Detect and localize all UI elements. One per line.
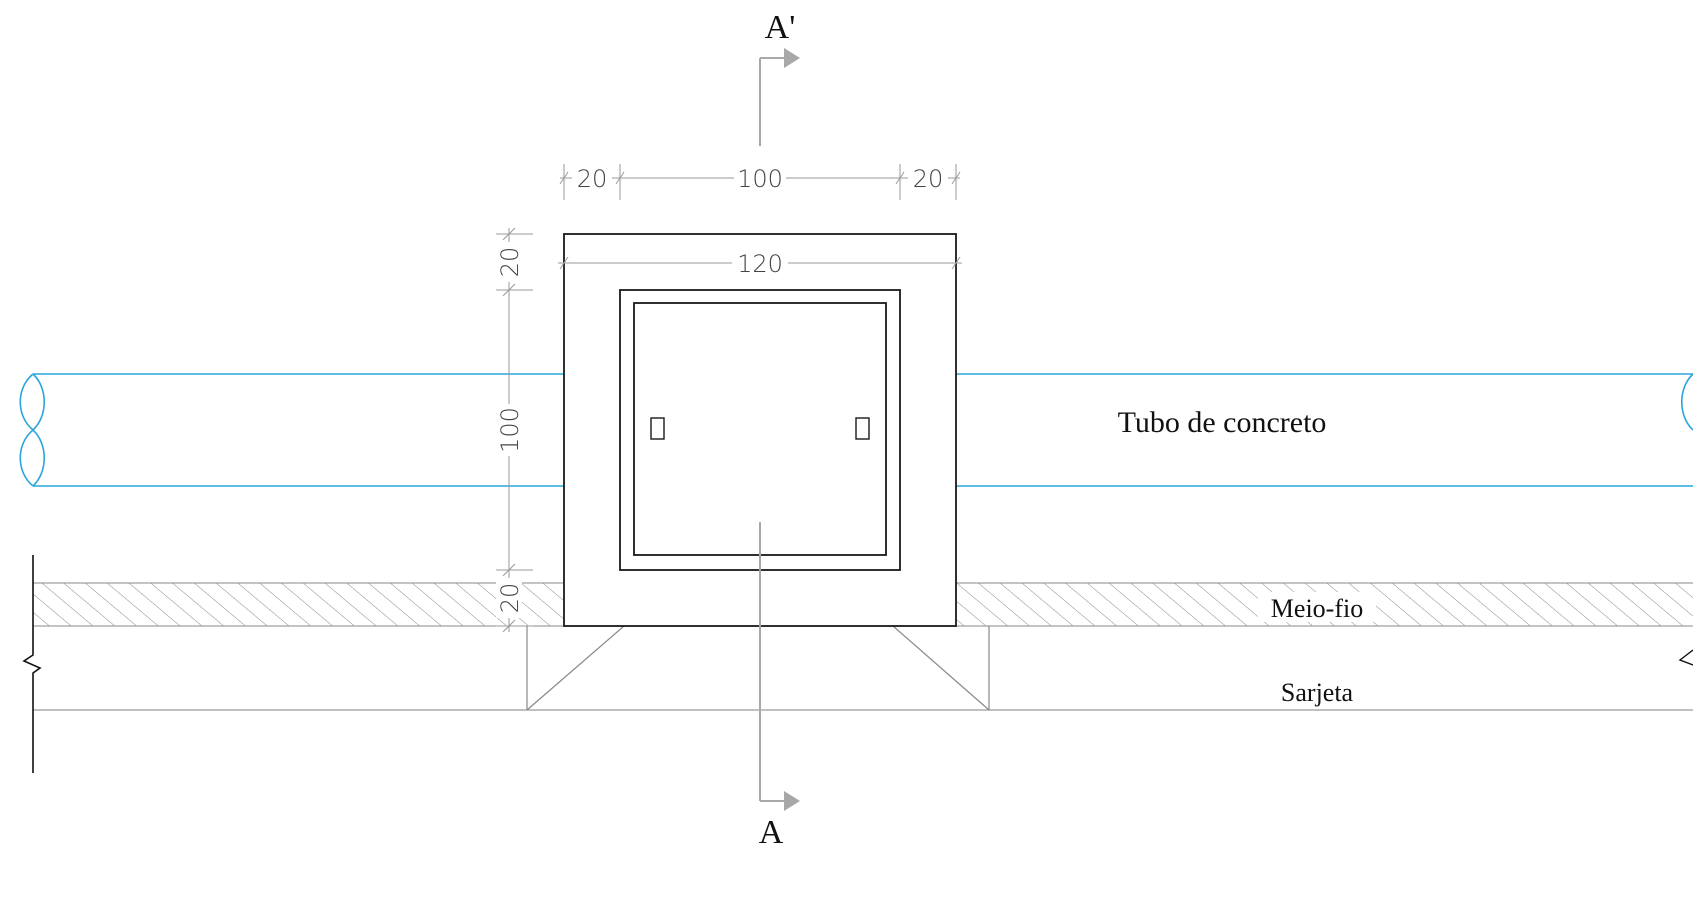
dim-top-right: 20 — [913, 165, 944, 193]
grate-handle-right — [855, 417, 870, 440]
section-label-top: A' — [765, 9, 796, 46]
curb-label: Meio-fio — [1271, 594, 1363, 623]
section-label-bottom: A — [759, 814, 784, 851]
dim-inner-width: 120 — [737, 250, 783, 278]
dimension-texts: 20 100 20 120 20 100 20 — [496, 165, 948, 618]
labels: A' A Tubo de concreto Meio-fio Sarjeta — [759, 9, 1376, 851]
dim-left-bottom: 20 — [496, 583, 524, 614]
concrete-pipe — [19, 373, 1693, 487]
dim-left-top: 20 — [496, 247, 524, 278]
break-line — [22, 555, 1693, 773]
dim-top-left: 20 — [577, 165, 608, 193]
section-arrow-bottom — [784, 791, 800, 811]
section-arrow-top — [784, 48, 800, 68]
section-cut-line — [759, 48, 800, 811]
pipe-label: Tubo de concreto — [1118, 406, 1327, 439]
dim-top-center: 100 — [737, 165, 783, 193]
grate-handle-left — [650, 417, 665, 440]
dim-left-middle: 100 — [496, 407, 524, 453]
gutter-label: Sarjeta — [1281, 678, 1354, 707]
gutter — [33, 625, 1693, 711]
